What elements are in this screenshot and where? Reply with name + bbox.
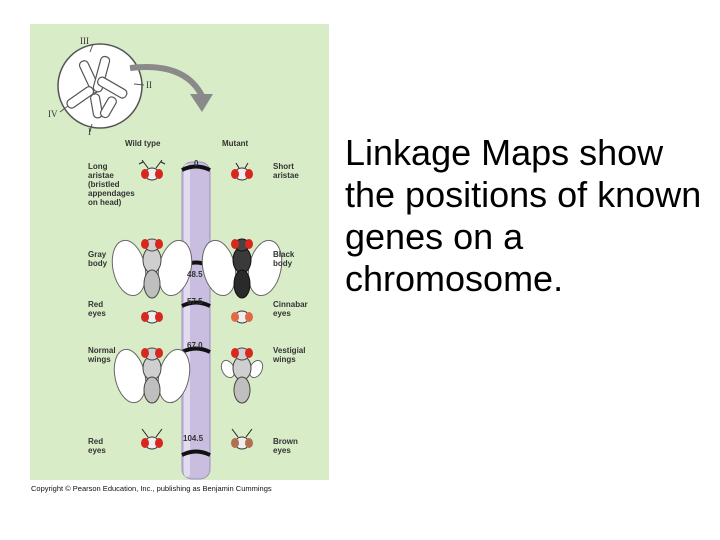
map-position-67-0: 67.0: [187, 341, 203, 350]
fly-gray-body-icon: [111, 238, 193, 299]
linkage-map-drawing: [57, 43, 283, 480]
wild-label-aristae: Long aristae (bristled appendages on hea…: [88, 162, 135, 207]
fly-red-eyes-icon: [141, 310, 163, 324]
fly-vestigial-wings-icon: [220, 347, 264, 404]
wild-label-wings: Normal wings: [88, 346, 116, 364]
header-mutant: Mutant: [222, 139, 249, 148]
map-position-57-5: 57.5: [187, 297, 203, 306]
curved-arrow-icon: [129, 64, 213, 112]
fly-cinnabar-eyes-icon: [231, 310, 253, 324]
gene-band-104-5: [181, 449, 211, 457]
wild-label-eyes-second: Red eyes: [88, 437, 106, 455]
copyright-notice: Copyright © Pearson Education, Inc., pub…: [31, 484, 272, 493]
mutant-label-body: Black body: [273, 250, 295, 268]
fly-brown-eyes-icon: [231, 428, 253, 450]
chromosome-label-i: I: [88, 127, 91, 137]
gene-band-0: [181, 164, 211, 172]
gene-band-57-5: [181, 300, 211, 308]
map-position-48-5: 48.5: [187, 270, 203, 279]
mutant-label-eyes: Cinnabar eyes: [273, 300, 308, 318]
fly-head-wild-aristae-icon: [138, 159, 166, 181]
fly-red-eyes-second-icon: [141, 428, 163, 450]
mutant-label-aristae: Short aristae: [273, 162, 299, 180]
map-position-0: 0: [194, 159, 199, 168]
slide-caption: Linkage Maps show the positions of known…: [345, 132, 702, 299]
chromosome-label-ii: II: [146, 80, 152, 90]
wild-label-eyes: Red eyes: [88, 300, 106, 318]
map-position-104-5: 104.5: [183, 434, 204, 443]
fly-head-mutant-aristae-icon: [231, 162, 253, 181]
wild-label-body: Gray body: [88, 250, 108, 268]
gene-band-67-0: [181, 346, 211, 354]
mutant-label-wings: Vestigial wings: [273, 346, 306, 364]
chromosome-label-iv: IV: [48, 109, 58, 119]
header-wild-type: Wild type: [125, 139, 161, 148]
fly-black-body-icon: [201, 238, 283, 299]
linkage-map-figure: III II IV I Wild type Mutant Long arista…: [30, 24, 329, 480]
fly-normal-wings-icon: [113, 347, 191, 404]
chromosome-bar: [181, 161, 211, 480]
chromosome-set-icon: [57, 43, 145, 133]
mutant-label-eyes-second: Brown eyes: [273, 437, 298, 455]
chromosome-label-iii: III: [80, 36, 89, 46]
